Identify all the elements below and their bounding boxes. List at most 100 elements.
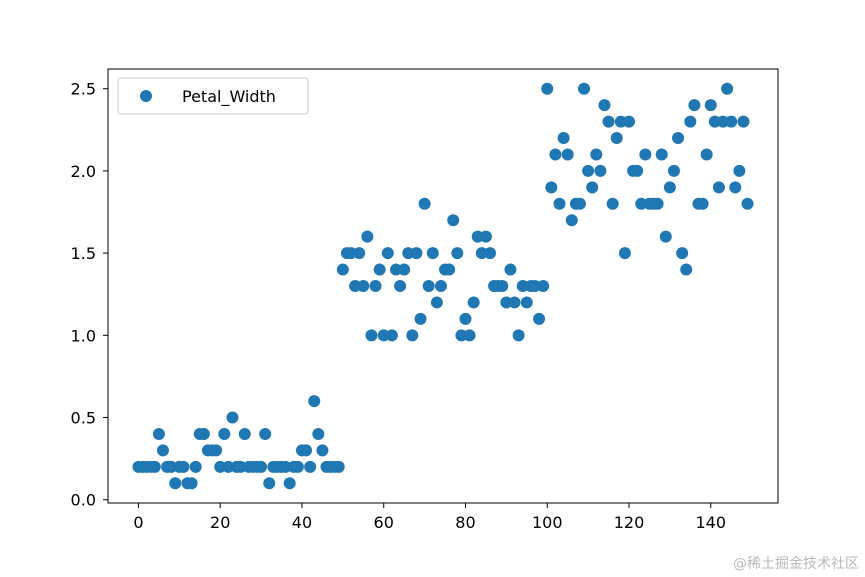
data-point (218, 427, 231, 440)
data-points (132, 82, 754, 490)
data-point (369, 280, 382, 292)
data-point (152, 427, 165, 440)
data-point (586, 181, 599, 194)
data-point (610, 132, 623, 145)
watermark-text: @稀土掘金技术社区 (733, 556, 859, 572)
data-point (414, 312, 427, 325)
data-point (533, 312, 546, 325)
data-point (148, 460, 161, 473)
data-point (304, 460, 317, 473)
data-point (300, 444, 313, 457)
data-point (426, 247, 439, 260)
data-point (663, 181, 676, 194)
data-point (394, 280, 407, 292)
data-point (197, 427, 210, 440)
data-point (651, 197, 664, 210)
y-tick-label: 1.5 (71, 244, 96, 263)
data-point (696, 197, 709, 210)
data-point (549, 148, 562, 161)
x-tick-label: 0 (133, 513, 143, 532)
x-tick-label: 100 (532, 513, 563, 532)
data-point (676, 247, 689, 260)
data-point (434, 280, 447, 292)
data-point (557, 132, 570, 145)
data-point (725, 115, 738, 128)
data-point (582, 164, 595, 177)
data-point (332, 460, 345, 473)
data-point (238, 427, 251, 440)
data-point (385, 329, 398, 342)
data-point (410, 247, 423, 260)
data-point (255, 460, 268, 473)
data-point (741, 197, 754, 210)
data-point (623, 115, 635, 128)
x-tick-label: 20 (210, 513, 230, 532)
data-point (667, 164, 680, 177)
data-point (712, 181, 725, 194)
data-point (606, 197, 619, 210)
data-point (430, 296, 443, 309)
data-point (721, 82, 734, 95)
data-point (316, 444, 329, 457)
data-point (373, 263, 386, 276)
data-point (259, 427, 272, 440)
data-point (496, 280, 509, 292)
data-point (565, 214, 578, 227)
data-point (189, 460, 202, 473)
data-point (308, 395, 321, 408)
legend: Petal_Width (117, 77, 309, 115)
data-point (463, 329, 476, 342)
data-point (594, 164, 607, 177)
data-point (361, 230, 374, 243)
data-point (447, 214, 460, 227)
data-point (451, 247, 464, 260)
data-point (704, 99, 717, 112)
data-point (169, 477, 182, 490)
data-point (578, 82, 591, 95)
data-point (672, 132, 685, 145)
data-point (210, 444, 223, 457)
y-tick-label: 1.0 (71, 326, 96, 345)
legend-marker (140, 90, 152, 102)
data-point (291, 460, 304, 473)
data-point (353, 247, 366, 260)
data-point (418, 197, 431, 210)
data-point (512, 329, 525, 342)
data-point (659, 230, 672, 243)
data-point (263, 477, 276, 490)
data-point (700, 148, 713, 161)
data-point (336, 263, 349, 276)
data-point (733, 164, 746, 177)
data-point (631, 164, 644, 177)
y-tick-label: 0.0 (71, 491, 96, 510)
data-point (737, 115, 750, 128)
data-point (406, 329, 419, 342)
data-point (655, 148, 668, 161)
legend-label: Petal_Width (182, 87, 276, 107)
data-point (381, 247, 394, 260)
y-tick-label: 0.5 (71, 409, 96, 428)
y-axis: 0.00.51.01.52.02.5 (71, 80, 108, 510)
data-point (537, 280, 550, 292)
data-point (156, 444, 169, 457)
data-point (684, 115, 697, 128)
data-point (541, 82, 554, 95)
data-point (520, 296, 533, 309)
x-tick-label: 140 (695, 513, 726, 532)
x-tick-label: 40 (292, 513, 312, 532)
data-point (357, 280, 370, 292)
data-point (602, 115, 615, 128)
data-point (365, 329, 378, 342)
data-point (508, 296, 521, 309)
data-point (484, 247, 497, 260)
x-tick-label: 80 (455, 513, 475, 532)
data-point (398, 263, 411, 276)
legend-box (117, 77, 309, 115)
data-point (422, 280, 435, 292)
data-point (729, 181, 742, 194)
y-tick-label: 2.5 (71, 80, 96, 99)
data-point (185, 477, 198, 490)
plot-frame (107, 68, 779, 504)
